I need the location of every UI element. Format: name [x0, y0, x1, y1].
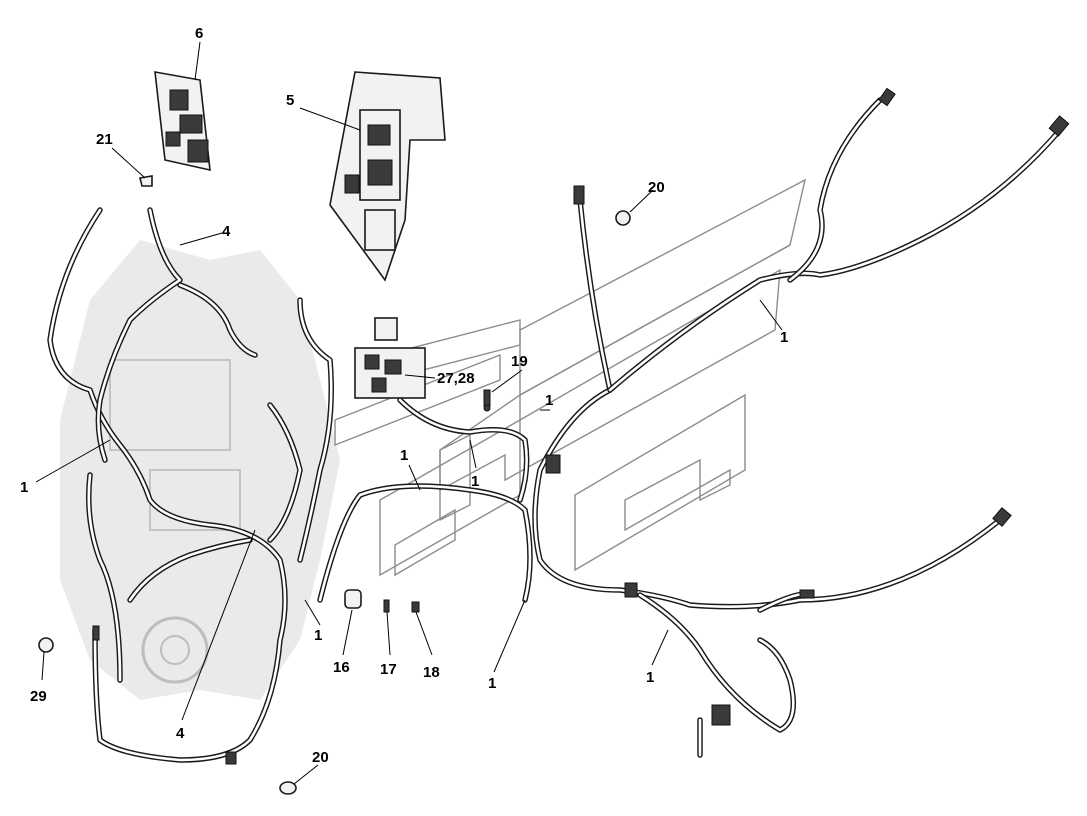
callout-1-lower-center: 1: [314, 627, 322, 644]
engine-block-illustration: [60, 240, 340, 700]
leader-lines: [35, 41, 783, 785]
callout-6: 6: [195, 25, 203, 42]
callout-29: 29: [30, 688, 47, 705]
part-16: [344, 589, 362, 609]
callout-18: 18: [423, 664, 440, 681]
fuse-block-component: [354, 317, 426, 399]
grommet-20-top: [615, 210, 631, 226]
part-17: [383, 599, 390, 613]
callout-1-center-right: 1: [545, 392, 553, 409]
callout-19: 19: [511, 353, 528, 370]
callout-1-center-left: 1: [400, 447, 408, 464]
callout-20-bottom: 20: [312, 749, 329, 766]
grommet-29: [38, 637, 54, 653]
callout-1-bottom-right: 1: [646, 669, 654, 686]
ecu-module-component: [329, 71, 446, 282]
harness-connectors: [92, 87, 1070, 765]
callout-4-bottom: 4: [176, 725, 185, 742]
callout-1-center: 1: [471, 473, 479, 490]
callout-4-top: 4: [222, 223, 231, 240]
callout-5: 5: [286, 92, 294, 109]
grommet-20-bottom: [279, 781, 297, 795]
bolt-19: [483, 389, 491, 412]
clip-21-component: [139, 175, 153, 187]
callout-labels: 6 5 21 20 4 1 27,28 19 1 1 1 1 1 16 17 1…: [20, 25, 788, 766]
callout-16: 16: [333, 659, 350, 676]
callout-1-bottom: 1: [488, 675, 496, 692]
part-18: [411, 601, 420, 613]
relay-bracket-component: [154, 71, 211, 172]
wiring-harness: [47, 97, 1063, 763]
callout-1-left: 1: [20, 479, 28, 496]
callout-20-top: 20: [648, 179, 665, 196]
callout-17: 17: [380, 661, 397, 678]
callout-1-upper-right: 1: [780, 329, 788, 346]
callout-21: 21: [96, 131, 113, 148]
callout-27-28: 27,28: [437, 370, 475, 387]
